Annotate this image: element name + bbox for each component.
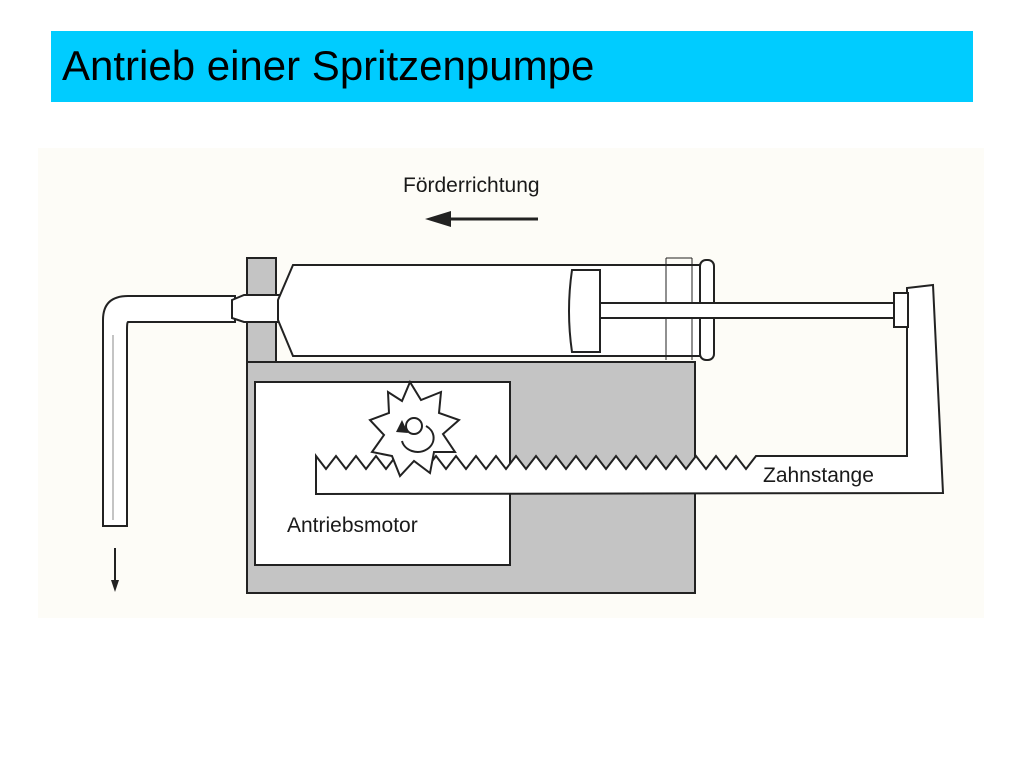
rotation-arrow-head — [396, 420, 408, 433]
gear-hub — [405, 417, 423, 435]
tubing — [102, 295, 236, 527]
rack-label: Zahnstange — [763, 464, 874, 487]
plunger-thumb-plate — [893, 292, 909, 328]
page-title: Antrieb einer Spritzenpumpe — [62, 42, 595, 89]
plunger-rod — [599, 302, 906, 319]
drive-motor-label: Antriebsmotor — [287, 514, 418, 537]
plunger-stopper — [568, 269, 601, 353]
rotation-arrow-icon — [401, 425, 435, 453]
drive-gear-icon — [368, 379, 461, 478]
title-bar: Antrieb einer Spritzenpumpe — [51, 31, 973, 102]
flow-direction-label: Förderrichtung — [403, 174, 540, 197]
syringe-nozzle — [231, 294, 284, 323]
flow-direction-arrowhead — [425, 211, 451, 227]
outflow-arrowhead — [111, 580, 119, 592]
